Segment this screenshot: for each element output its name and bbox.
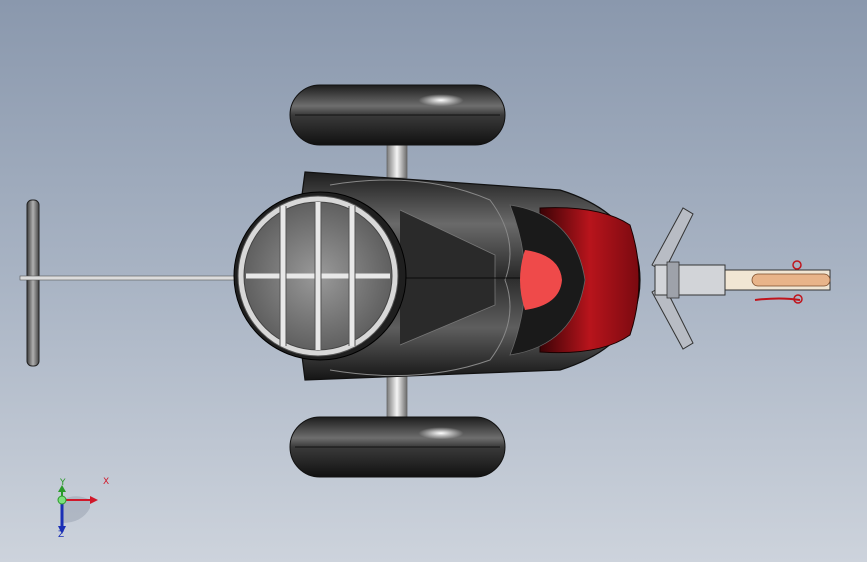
triad-axes <box>57 485 98 534</box>
z-axis-label: Z <box>58 530 65 540</box>
rear-axle <box>386 137 408 421</box>
wheel-bottom[interactable] <box>289 416 506 478</box>
seat[interactable] <box>509 204 640 356</box>
wheel-top[interactable] <box>289 84 506 146</box>
pull-handle[interactable] <box>19 199 241 367</box>
orientation-triad: X Y Z <box>40 477 120 548</box>
x-axis-label: X <box>103 477 110 487</box>
y-axis-label: Y <box>60 478 66 488</box>
tail-bracket[interactable] <box>651 207 831 350</box>
front-grille[interactable] <box>233 191 407 361</box>
